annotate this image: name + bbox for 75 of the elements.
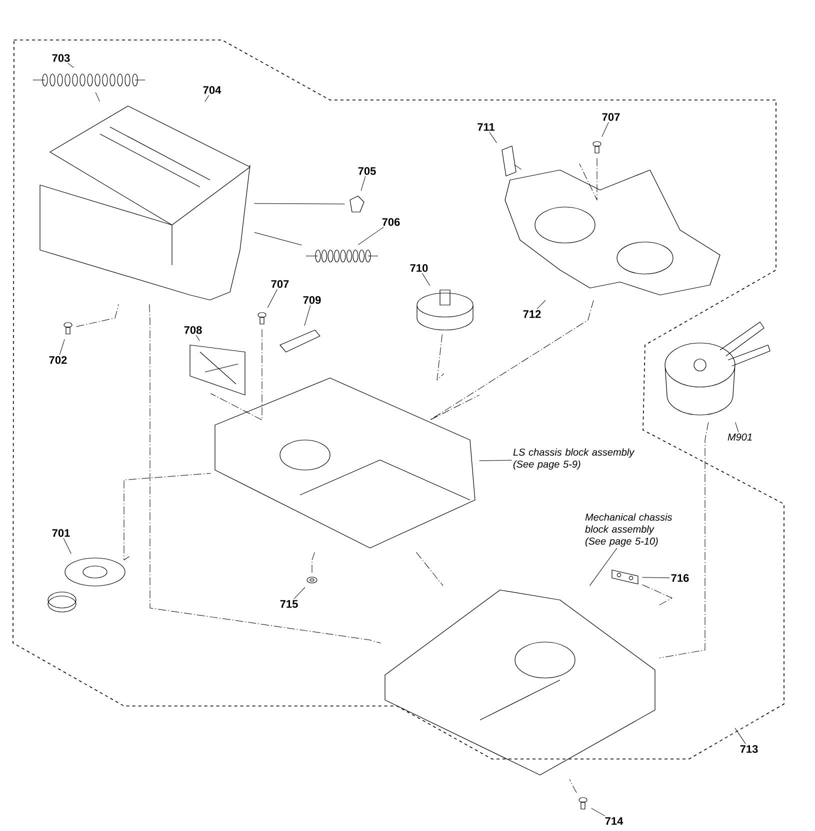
alignment-line <box>579 158 598 200</box>
alignment-line <box>430 300 594 420</box>
gear-drawing <box>48 558 126 612</box>
leader-line <box>59 339 65 356</box>
leader-line <box>589 548 618 586</box>
clip-drawing <box>350 196 364 212</box>
callout-label: LS chassis block assembly (See page 5-9) <box>513 448 635 470</box>
leader-line <box>95 92 100 102</box>
plate-drawing <box>612 570 638 584</box>
sheet-drawing <box>190 344 246 396</box>
callout-number: 713 <box>740 745 758 753</box>
alignment-line <box>416 552 444 586</box>
screw-drawing <box>258 312 266 324</box>
callout-number: 707 <box>271 280 289 288</box>
callout-number: 703 <box>52 54 70 62</box>
leader-line <box>294 587 306 600</box>
leader-line <box>489 132 497 144</box>
leader-line <box>196 334 200 341</box>
callout-number: 705 <box>358 167 376 175</box>
gear-drawing <box>416 290 474 330</box>
callout-number: 707 <box>602 113 620 121</box>
leader-line <box>602 122 609 137</box>
alignment-line <box>76 304 119 327</box>
callout-number: 704 <box>203 86 222 94</box>
alignment-line <box>124 473 211 560</box>
alignment-line <box>210 329 262 420</box>
callout-number: 708 <box>184 326 202 334</box>
callout-number: 714 <box>605 817 624 825</box>
leader-line <box>267 288 278 308</box>
leader-line <box>63 538 72 554</box>
callout-number: 709 <box>303 296 321 304</box>
leader-line <box>479 460 512 461</box>
bracket-drawing <box>280 330 320 352</box>
alignment-line <box>436 334 444 380</box>
screw-drawing <box>64 322 72 334</box>
callout-number: 715 <box>280 600 298 608</box>
leader-line <box>358 226 384 245</box>
alignment-line <box>149 304 381 644</box>
leader-line <box>642 577 670 578</box>
chassis-drawing <box>384 590 656 776</box>
leader-line <box>735 422 739 432</box>
alignment-line <box>569 779 577 793</box>
leader-line <box>422 272 430 286</box>
bracket-drawing <box>502 146 516 176</box>
leader-line <box>734 728 746 744</box>
callout-label: M901 <box>728 433 752 441</box>
alignment-line <box>512 163 522 170</box>
screw-drawing <box>592 141 602 154</box>
alignment-line <box>659 422 709 658</box>
leader-line <box>536 300 546 310</box>
leader-line <box>68 62 74 68</box>
callout-number: 702 <box>49 356 67 364</box>
callout-number: 706 <box>382 218 400 226</box>
alignment-line <box>312 552 315 573</box>
plate-drawing <box>504 170 720 296</box>
callout-number: 712 <box>523 310 541 318</box>
callout-number: 710 <box>410 264 428 272</box>
alignment-line <box>642 584 672 606</box>
frame-drawing <box>40 106 250 300</box>
leader-line <box>360 176 366 191</box>
leader-line <box>254 203 345 204</box>
leader-line <box>204 94 210 102</box>
chassis-drawing <box>214 378 476 548</box>
spring-drawing <box>32 74 146 86</box>
screw-drawing <box>578 797 588 810</box>
leader-line <box>254 232 302 246</box>
motor-drawing <box>664 322 770 416</box>
leader-line <box>591 808 606 816</box>
callout-label: Mechanical chassis block assembly (See page 5-10) <box>585 513 672 547</box>
leader-line <box>304 304 311 326</box>
callout-number: 701 <box>52 529 70 537</box>
callout-number: 716 <box>671 574 689 582</box>
callout-number: 711 <box>478 123 495 131</box>
washer-drawing <box>306 576 318 584</box>
spring-drawing <box>306 250 378 262</box>
